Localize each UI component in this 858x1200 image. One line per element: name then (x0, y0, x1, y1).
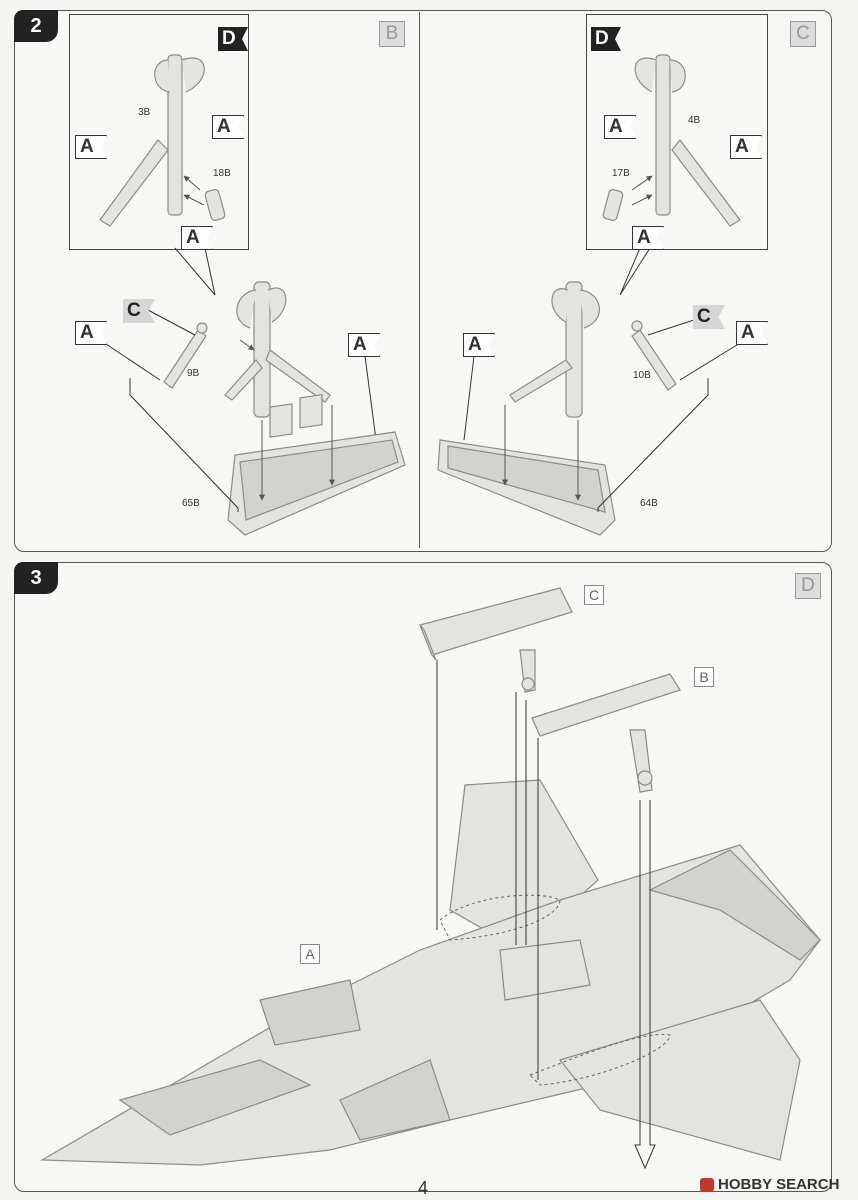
watermark-text: HOBBY SEARCH (718, 1176, 840, 1193)
step2-left-wheel-well (227, 394, 406, 536)
step2-right-strut (509, 281, 677, 418)
step2-left-tag-a2: A (75, 135, 107, 159)
step2-right-part-p2: 17B (612, 168, 630, 179)
step3-aircraft-fuselage (39, 779, 821, 1166)
step3-corner-label: D (795, 573, 821, 599)
step2-left-strut (163, 281, 331, 418)
watermark: HOBBY SEARCH (700, 1176, 839, 1193)
step2-number: 2 (14, 10, 58, 42)
step2-left-corner-label: B (379, 21, 405, 47)
step2-right-part-p4: 64B (640, 498, 658, 509)
step2-right-wheel-well (437, 439, 616, 536)
page-number: 4 (418, 1178, 429, 1198)
step2-right-tag-c: C (693, 305, 725, 329)
step3-bay-door-c (419, 587, 573, 693)
step2-right-detail-strut (602, 54, 741, 227)
step3-label-a: A (300, 944, 320, 964)
step2-right-part-p1: 4B (688, 115, 701, 126)
step3-label-b: B (694, 667, 714, 687)
watermark-logo-icon (700, 1177, 714, 1192)
step3-bay-door-b (531, 673, 681, 793)
step2-left-part-p4: 65B (182, 498, 200, 509)
step3-label-c: C (584, 585, 604, 605)
step2-left-detail-strut (99, 54, 226, 227)
step2-right-corner-label: C (790, 21, 816, 47)
step2-left-part-p2: 18B (213, 168, 231, 179)
step2-left-part-p1: 3B (138, 107, 151, 118)
step2-divider (419, 12, 420, 548)
step2-right-part-p3: 10B (633, 370, 651, 381)
step2-left-part-p3: 9B (187, 368, 200, 379)
step3-number: 3 (14, 562, 58, 594)
